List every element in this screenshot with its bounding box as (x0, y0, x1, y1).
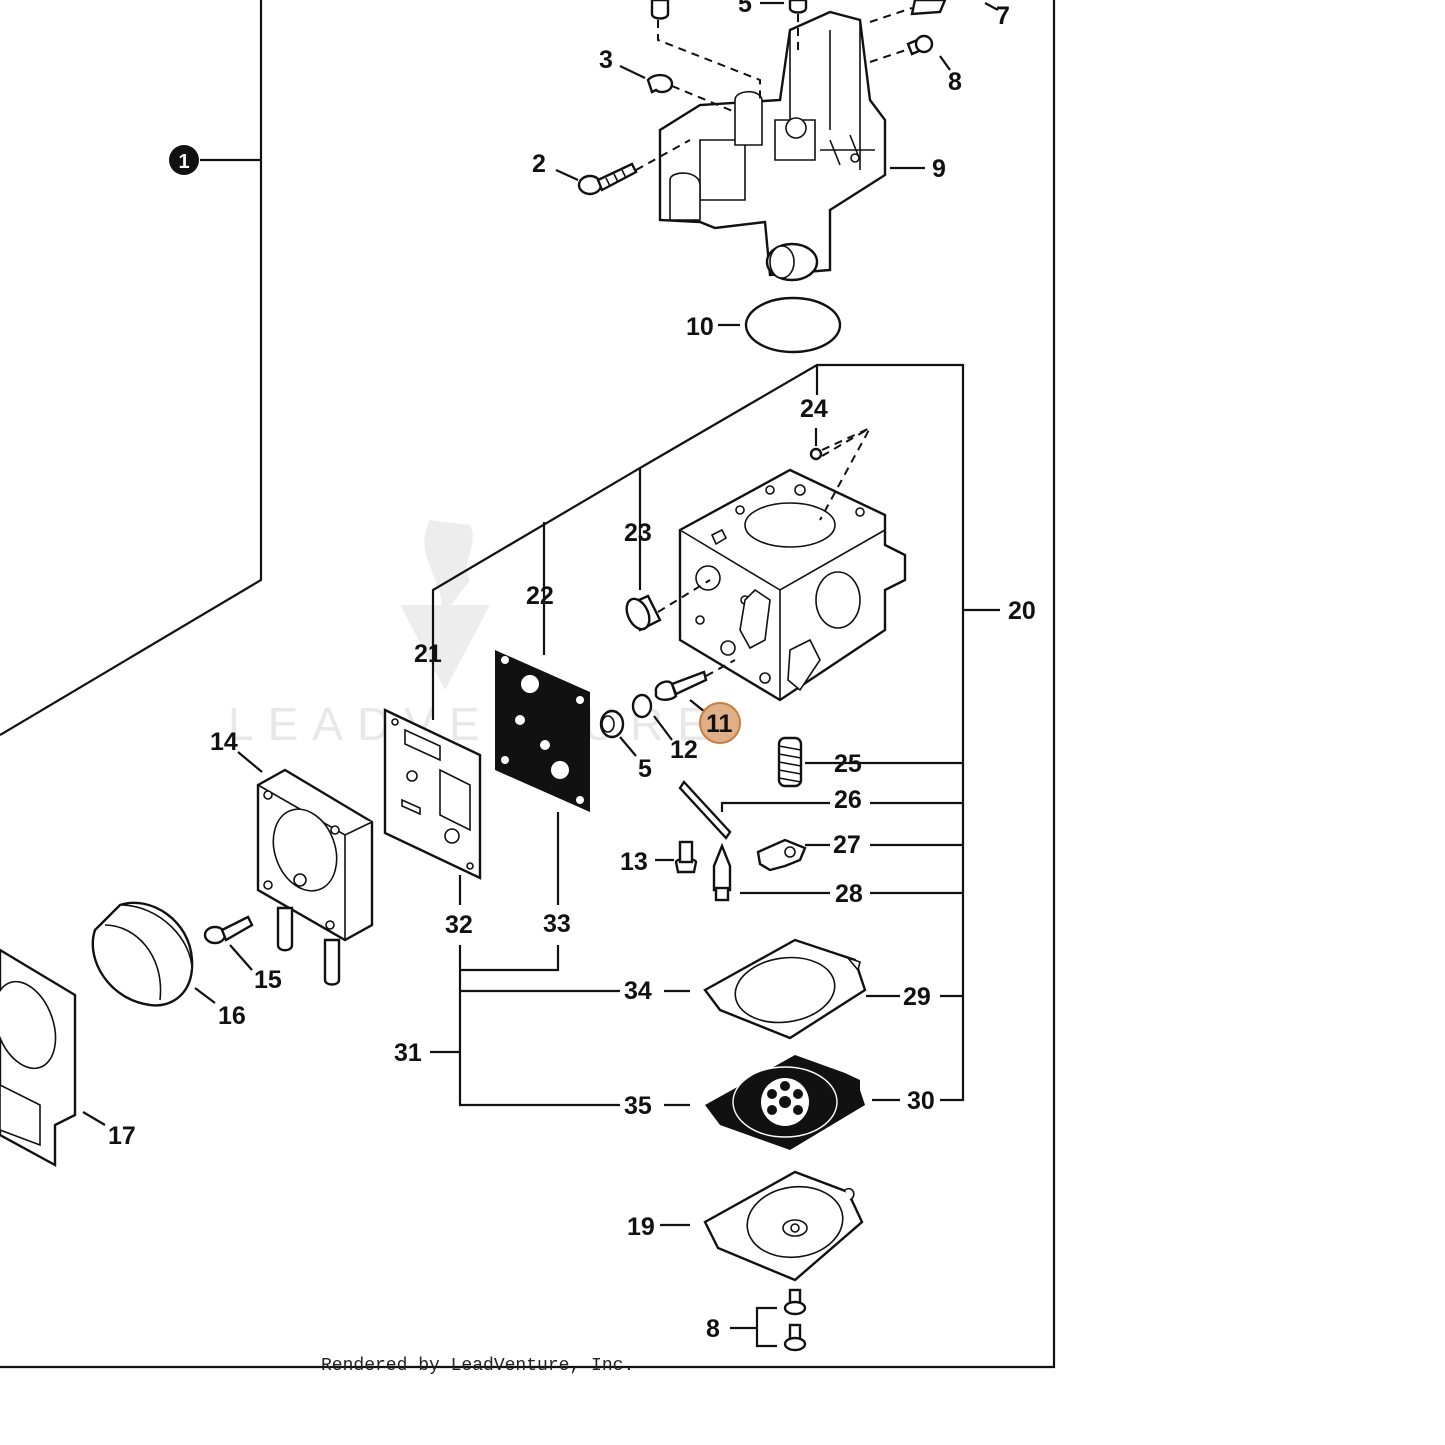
callout-9[interactable]: 9 (932, 155, 946, 183)
callout-28[interactable]: 28 (835, 880, 863, 908)
diaphragm-30 (705, 1055, 865, 1150)
screw-15 (203, 915, 254, 945)
gasket-22 (495, 650, 590, 812)
bushing-5 (599, 709, 625, 739)
screw-13 (674, 840, 698, 874)
screw-2 (577, 162, 638, 196)
callout-26[interactable]: 26 (834, 786, 862, 814)
assembly-brackets (431, 363, 1000, 1102)
spring-25 (777, 736, 803, 788)
frame (0, 0, 1056, 1369)
callout-33[interactable]: 33 (543, 910, 571, 938)
callout-5[interactable]: 5 (638, 755, 652, 783)
needle-11 (654, 670, 708, 701)
callout-24[interactable]: 24 (800, 395, 828, 423)
callout-20[interactable]: 20 (1008, 597, 1036, 625)
filter-23 (625, 594, 662, 632)
callout-35[interactable]: 35 (624, 1092, 652, 1120)
ref-marker-label: 1 (178, 151, 189, 173)
throttle-housing (658, 10, 887, 282)
callout-11[interactable]: 11 (706, 710, 733, 738)
callout-19[interactable]: 19 (627, 1213, 655, 1241)
callout-29[interactable]: 29 (903, 983, 931, 1011)
callout-25[interactable]: 25 (834, 750, 862, 778)
part-5-top (650, 0, 808, 20)
screw-8-top (906, 34, 934, 56)
callout-16[interactable]: 16 (218, 1002, 246, 1030)
carburetor-body (678, 468, 907, 702)
gasket-21 (383, 708, 482, 880)
spring-7 (910, 0, 947, 16)
callout-15[interactable]: 15 (254, 966, 282, 994)
callout-8-bottom[interactable]: 8 (706, 1315, 720, 1343)
needle-28 (712, 842, 732, 902)
callout-34[interactable]: 34 (624, 977, 652, 1005)
callout-2[interactable]: 2 (532, 150, 546, 178)
callout-14[interactable]: 14 (210, 728, 238, 756)
gasket-29 (703, 938, 867, 1040)
callout-27[interactable]: 27 (833, 831, 861, 859)
callout-12[interactable]: 12 (670, 736, 698, 764)
washer-12 (631, 693, 653, 719)
cover-19 (703, 1170, 864, 1282)
callout-21[interactable]: 21 (414, 640, 442, 668)
callout-3[interactable]: 3 (599, 46, 613, 74)
pump-cover-14 (256, 768, 374, 986)
footer-credit: Rendered by LeadVenture, Inc. (321, 1356, 634, 1376)
callout-23[interactable]: 23 (624, 519, 652, 547)
callout-17[interactable]: 17 (108, 1122, 136, 1150)
callout-32[interactable]: 32 (445, 911, 473, 939)
watermark-text: LEADVENTURE (228, 698, 722, 750)
watermark: LEADVENTURE (228, 520, 722, 750)
e-clip-3 (646, 73, 674, 94)
pin-26 (678, 780, 732, 840)
callout-10[interactable]: 10 (686, 313, 714, 341)
screws-8-bottom (783, 1288, 807, 1352)
o-ring-10 (744, 296, 842, 354)
lever-27 (756, 838, 807, 872)
callout-labels: 2 3 5 7 8 9 10 11 12 5 13 14 15 16 17 19… (108, 0, 1036, 1343)
primer-bulb-16 (91, 901, 194, 1007)
callout-13[interactable]: 13 (620, 848, 648, 876)
callout-30[interactable]: 30 (907, 1087, 935, 1115)
callout-5-top[interactable]: 5 (738, 0, 752, 18)
callout-7[interactable]: 7 (996, 2, 1010, 30)
callout-22[interactable]: 22 (526, 582, 554, 610)
callout-31[interactable]: 31 (394, 1039, 422, 1067)
callout-8-top[interactable]: 8 (948, 68, 962, 96)
ref-marker-1[interactable]: 1 (169, 145, 199, 175)
highlight-11[interactable] (699, 702, 741, 744)
kit-brackets (430, 812, 690, 1107)
plate-17 (0, 948, 77, 1168)
ball-24 (809, 447, 823, 461)
